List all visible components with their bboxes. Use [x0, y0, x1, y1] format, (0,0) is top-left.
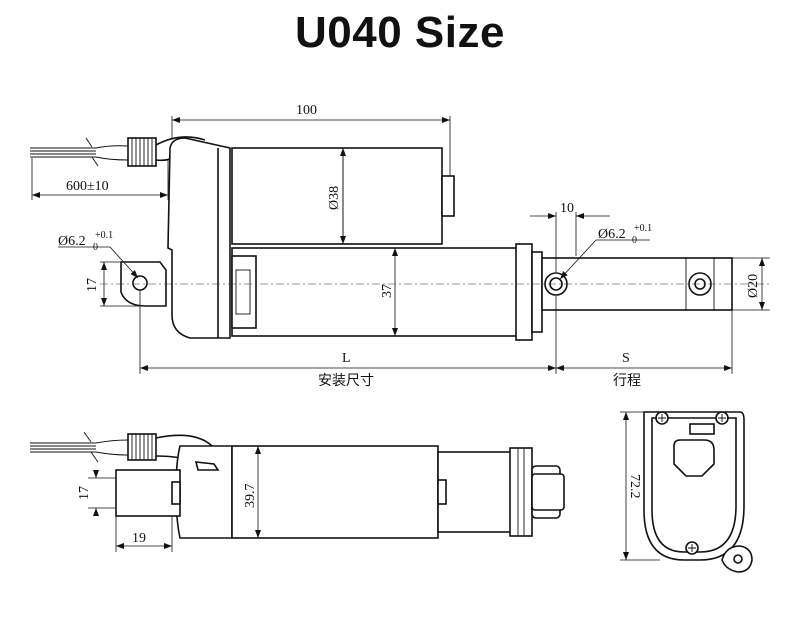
top-view: 100 600±10 Ø38 Ø6.2 +0.1 0 17 37 10 Ø6.2: [30, 103, 770, 389]
label-dia-38: Ø38: [327, 186, 342, 210]
screw-top-right: [715, 411, 729, 425]
label-install-size: 安装尺寸: [318, 373, 374, 389]
label-tol-plus-left: +0.1: [95, 230, 113, 241]
end-port: [673, 439, 715, 477]
rear-mount-side: [115, 469, 181, 517]
side-view: 17 39.7 19: [30, 431, 565, 552]
outer-tube: [231, 247, 518, 337]
label-100: 100: [296, 103, 317, 118]
ground-lug: [721, 545, 753, 573]
cable-wires-bottom: [30, 431, 129, 463]
label-L: L: [342, 351, 351, 366]
label-tol-zero-right: 0: [632, 235, 637, 246]
gearbox-side: [175, 445, 233, 539]
label-17-bottom: 17: [77, 486, 92, 500]
label-19: 19: [132, 531, 146, 546]
diagram-title: U040 Size: [295, 8, 505, 57]
motor-body: [231, 147, 443, 245]
screw-top-left: [655, 411, 669, 425]
label-37: 37: [380, 284, 395, 298]
label-hole-left: Ø6.2: [58, 234, 86, 249]
strain-relief: [127, 136, 206, 167]
label-10: 10: [560, 201, 574, 216]
label-stroke: 行程: [613, 373, 641, 389]
endcap-side: [509, 447, 533, 537]
label-dia-20: Ø20: [746, 274, 761, 298]
end-view: 72.2: [620, 411, 753, 573]
label-tol-zero-left: 0: [93, 242, 98, 253]
label-S: S: [622, 351, 630, 366]
label-72-2: 72.2: [627, 474, 642, 499]
cable-wires: [30, 137, 129, 167]
tube-endcap: [515, 243, 533, 341]
label-hole-right: Ø6.2: [598, 227, 626, 242]
tube-side: [231, 445, 439, 539]
gearbox-housing: [167, 137, 231, 339]
screw-bottom: [685, 541, 699, 555]
label-tol-plus-right: +0.1: [634, 223, 652, 234]
motor-endcap: [441, 175, 455, 217]
label-39-7: 39.7: [243, 484, 258, 509]
label-17-top: 17: [85, 278, 100, 292]
label-600: 600±10: [66, 179, 109, 194]
